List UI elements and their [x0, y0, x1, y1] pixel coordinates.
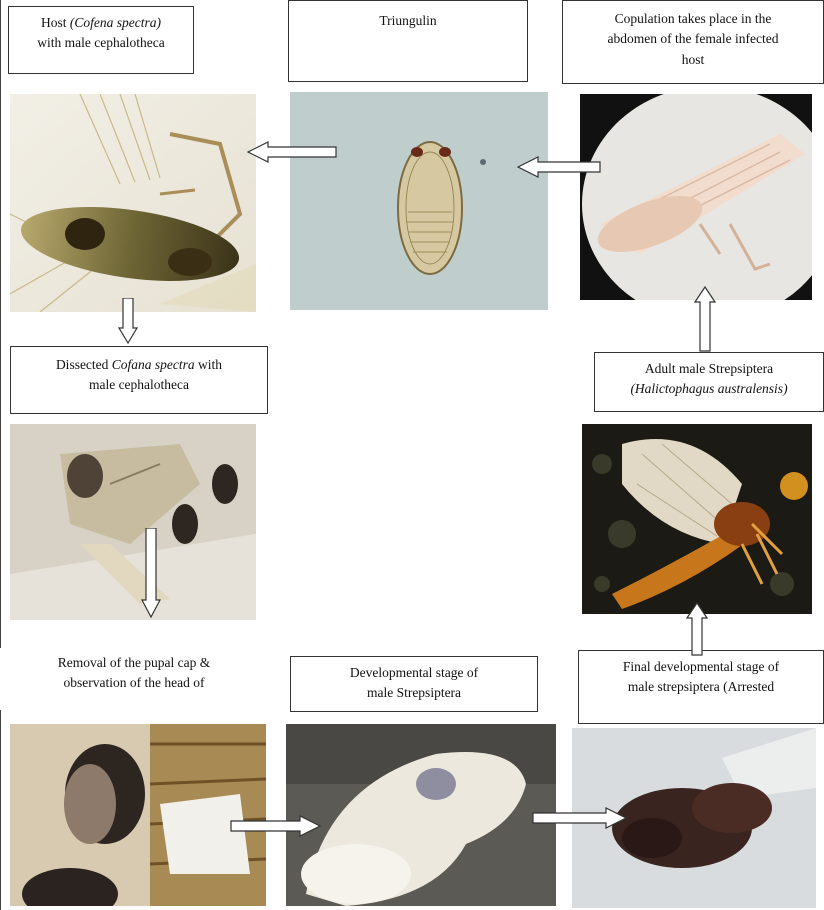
arrow-triungulin-to-host: [246, 140, 338, 164]
host-label-line2: with male cephalotheca: [15, 33, 187, 53]
dissected-label-pre: Dissected: [56, 357, 112, 372]
removal-label-line2: observation of the head of: [7, 673, 261, 693]
developmental-stage-photo: [286, 724, 556, 906]
developmental-label-line1: Developmental stage of: [297, 663, 531, 683]
dissected-species-name: Cofana spectra: [112, 357, 195, 372]
arrow-host-to-dissected: [118, 298, 138, 344]
host-species-name: (Cofena spectra): [70, 15, 161, 30]
removal-label-line1: Removal of the pupal cap &: [7, 653, 261, 673]
arrow-copulation-to-triungulin: [516, 155, 602, 179]
copulation-label-line1: Copulation takes place in the: [569, 9, 817, 29]
copulation-label-line2: abdomen of the female infected: [569, 29, 817, 49]
arrow-dissected-to-removal: [141, 528, 161, 618]
dissected-label-line2: male cephalotheca: [17, 375, 261, 395]
arrow-removal-to-developmental: [230, 814, 322, 838]
host-label: Host (Cofena spectra) with male cephalot…: [8, 6, 194, 74]
dissected-label-post: with: [195, 357, 222, 372]
copulation-label-line3: host: [569, 50, 817, 70]
host-insect-photo: [10, 94, 256, 312]
arrow-developmental-to-final: [532, 806, 628, 830]
triungulin-label-text: Triungulin: [295, 11, 521, 31]
triungulin-label: Triungulin: [288, 0, 528, 82]
removal-label: Removal of the pupal cap & observation o…: [0, 648, 268, 710]
adult-male-photo: [582, 424, 812, 614]
final-label-line1: Final developmental stage of: [585, 657, 817, 677]
left-frame-line: [0, 0, 1, 910]
dissected-host-photo: [10, 424, 256, 620]
triungulin-photo: [290, 92, 548, 310]
final-label: Final developmental stage of male streps…: [578, 650, 824, 724]
developmental-label: Developmental stage of male Strepsiptera: [290, 656, 538, 712]
developmental-label-line2: male Strepsiptera: [297, 683, 531, 703]
final-label-line2: male strepsiptera (Arrested: [585, 677, 817, 697]
copulation-label: Copulation takes place in the abdomen of…: [562, 0, 824, 84]
arrow-adult-to-copulation: [694, 286, 716, 352]
adult-male-label-line1: Adult male Strepsiptera: [601, 359, 817, 379]
dissected-label: Dissected Cofana spectra with male cepha…: [10, 346, 268, 414]
host-label-text: Host: [41, 15, 70, 30]
adult-male-label: Adult male Strepsiptera (Halictophagus a…: [594, 352, 824, 412]
adult-male-species-name: (Halictophagus australensis): [601, 379, 817, 399]
pupal-cap-photo: [10, 724, 266, 906]
copulation-photo: [580, 94, 812, 300]
arrow-final-to-adult: [686, 602, 708, 656]
